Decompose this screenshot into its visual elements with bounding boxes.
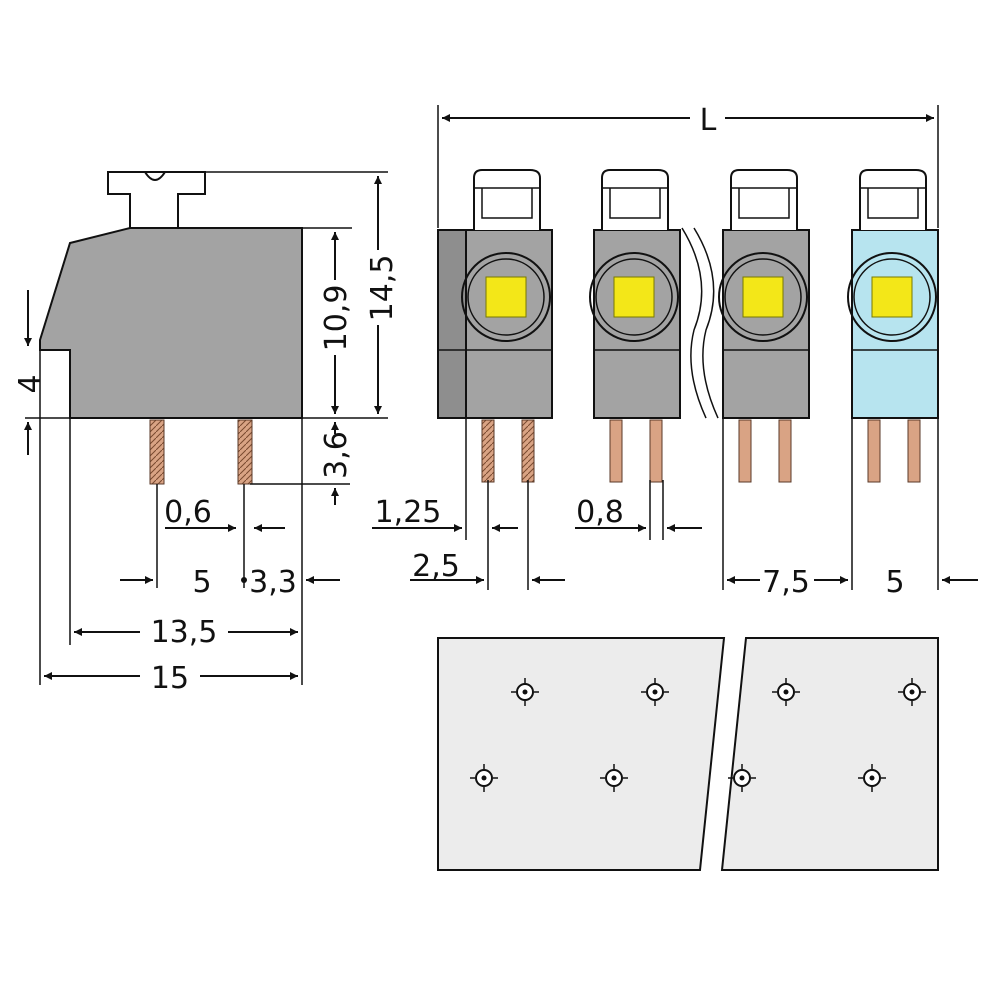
mounting-hole-icon <box>600 764 628 792</box>
mounting-hole-icon <box>858 764 886 792</box>
mounting-hole-icon <box>470 764 498 792</box>
pcb-layout-left <box>437 637 726 871</box>
dim-pin-spacing: 2,5 <box>412 549 460 584</box>
poles <box>461 169 939 483</box>
solder-pin <box>481 419 495 483</box>
side-pin-left <box>149 419 165 485</box>
mounting-hole-icon <box>641 678 669 706</box>
solder-pin <box>907 419 921 483</box>
mounting-hole-icon <box>898 678 926 706</box>
dim-pin-diameter: 0,6 <box>164 495 212 530</box>
dim-width-total: 15 <box>151 661 189 696</box>
mounting-hole-icon <box>772 678 800 706</box>
solder-pin <box>778 419 792 483</box>
pole-1 <box>461 169 553 483</box>
dim-pole-pitch-end: 5 <box>885 565 904 600</box>
dim-height-total: 14,5 <box>365 255 400 322</box>
dim-pin-pitch: 5 <box>192 565 211 600</box>
mounting-hole-icon <box>511 678 539 706</box>
solder-pin <box>609 419 623 483</box>
solder-pin <box>521 419 535 483</box>
dim-pin-diameter-front: 0,8 <box>576 495 624 530</box>
mounting-hole-icon <box>728 764 756 792</box>
end-plate <box>437 229 467 419</box>
dim-length: L <box>700 103 717 138</box>
dim-height-body: 10,9 <box>319 285 354 352</box>
front-view: L 1,25 2,5 0,8 7,5 5 <box>372 103 978 871</box>
dim-width-inner: 13,5 <box>151 615 218 650</box>
conductor-entry <box>613 276 655 318</box>
solder-pin <box>867 419 881 483</box>
mounting-holes <box>470 678 926 792</box>
conductor-entry <box>742 276 784 318</box>
pole-2 <box>589 169 681 483</box>
lever-head <box>107 171 206 233</box>
dim-edge-offset: 1,25 <box>375 495 442 530</box>
clamp-opening <box>589 252 679 342</box>
conductor-entry <box>485 276 527 318</box>
break-mark <box>685 226 715 420</box>
clamp-opening <box>461 252 551 342</box>
side-pin-right <box>237 419 253 485</box>
clamp-opening <box>718 252 808 342</box>
push-lever[interactable] <box>601 169 669 230</box>
clamp-opening <box>847 252 937 342</box>
side-housing <box>39 227 303 419</box>
pole-4 <box>847 169 939 483</box>
push-lever[interactable] <box>473 169 541 230</box>
solder-pin <box>649 419 663 483</box>
solder-pin <box>738 419 752 483</box>
pcb-layout-right <box>720 637 939 871</box>
pole-3 <box>718 169 810 483</box>
dim-pin-offset: 3,3 <box>249 565 297 600</box>
dim-pin-length: 3,6 <box>319 431 354 479</box>
lever-slot <box>144 171 166 181</box>
side-view: 14,5 10,9 3,6 4 0,6 5 3,3 13,5 15 <box>13 171 400 696</box>
dim-pole-pitch: 7,5 <box>762 565 810 600</box>
conductor-entry <box>871 276 913 318</box>
dim-step-height: 4 <box>13 374 48 393</box>
push-lever[interactable] <box>859 169 927 230</box>
push-lever[interactable] <box>730 169 798 230</box>
